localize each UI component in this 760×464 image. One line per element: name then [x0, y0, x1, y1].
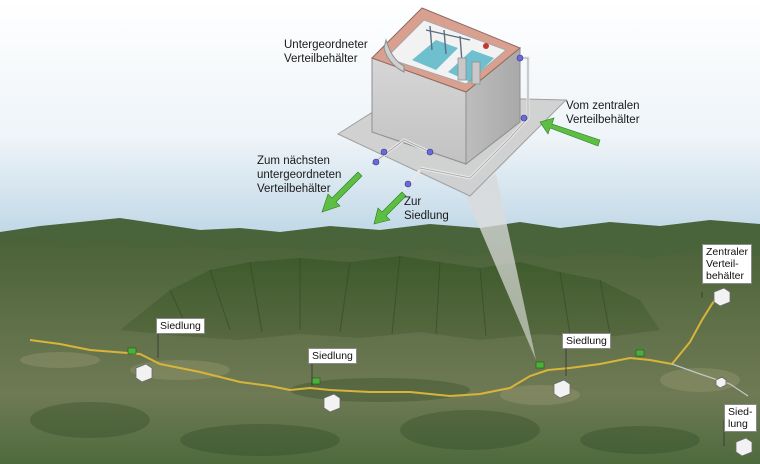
arrow-to-settlement	[373, 191, 407, 225]
settlement-houses	[135, 287, 753, 457]
arrow-to-next-tank	[321, 171, 363, 213]
tag-central-tank: Zentraler Verteil- behälter	[702, 244, 753, 284]
zoom-beam	[466, 174, 536, 360]
label-from-central-tank: Vom zentralen Verteilbehälter	[566, 100, 640, 126]
tank-markers	[127, 347, 645, 385]
pipes-outline	[371, 57, 529, 179]
tag-settlement-2: Siedlung	[308, 348, 357, 364]
tag-settlement-1: Siedlung	[156, 318, 205, 334]
foreground-texture	[30, 378, 700, 456]
pipeline	[29, 295, 719, 398]
pipeline-branch	[671, 363, 749, 397]
tank-water-left	[412, 40, 458, 70]
tank-half-cylinder	[383, 38, 405, 73]
label-to-next-tank: Zum nächsten untergeordneten Verteilbehä…	[257, 155, 342, 195]
tank-internals	[425, 25, 471, 63]
label-sub-tank: Untergeordneter Verteilbehälter	[284, 39, 368, 65]
label-to-settlement: Zur Siedlung	[404, 196, 449, 222]
pipe-valves	[372, 54, 528, 188]
valve-wheel-icon	[483, 43, 489, 49]
ridge-folds	[169, 255, 611, 337]
tag-settlement-4: Sied- lung	[724, 404, 757, 432]
arrow-from-central	[539, 117, 601, 147]
tank-pillars	[457, 57, 481, 85]
tag-settlement-3: Siedlung	[562, 333, 611, 349]
